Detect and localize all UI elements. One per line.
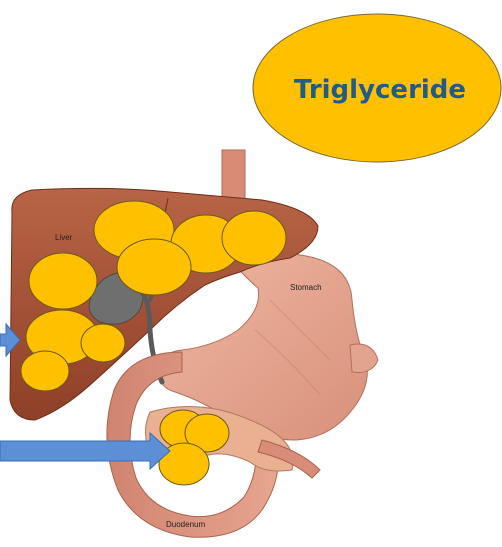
- duodenum-label: Duodenum: [166, 520, 205, 529]
- stomach-label: Stomach: [290, 283, 322, 292]
- liver-label: Liver: [55, 233, 73, 242]
- fat-deposit: [117, 239, 191, 295]
- fat-deposit: [222, 211, 286, 265]
- pancreas-fat-deposits: [159, 410, 229, 485]
- spleen-lobe: [350, 344, 378, 373]
- right-arrow-icon: [0, 433, 170, 469]
- fat-deposit: [21, 351, 69, 391]
- title-text: Triglyceride: [294, 75, 466, 105]
- title-badge: Triglyceride: [253, 14, 501, 162]
- fat-deposit: [81, 324, 125, 362]
- fat-deposit: [29, 253, 97, 309]
